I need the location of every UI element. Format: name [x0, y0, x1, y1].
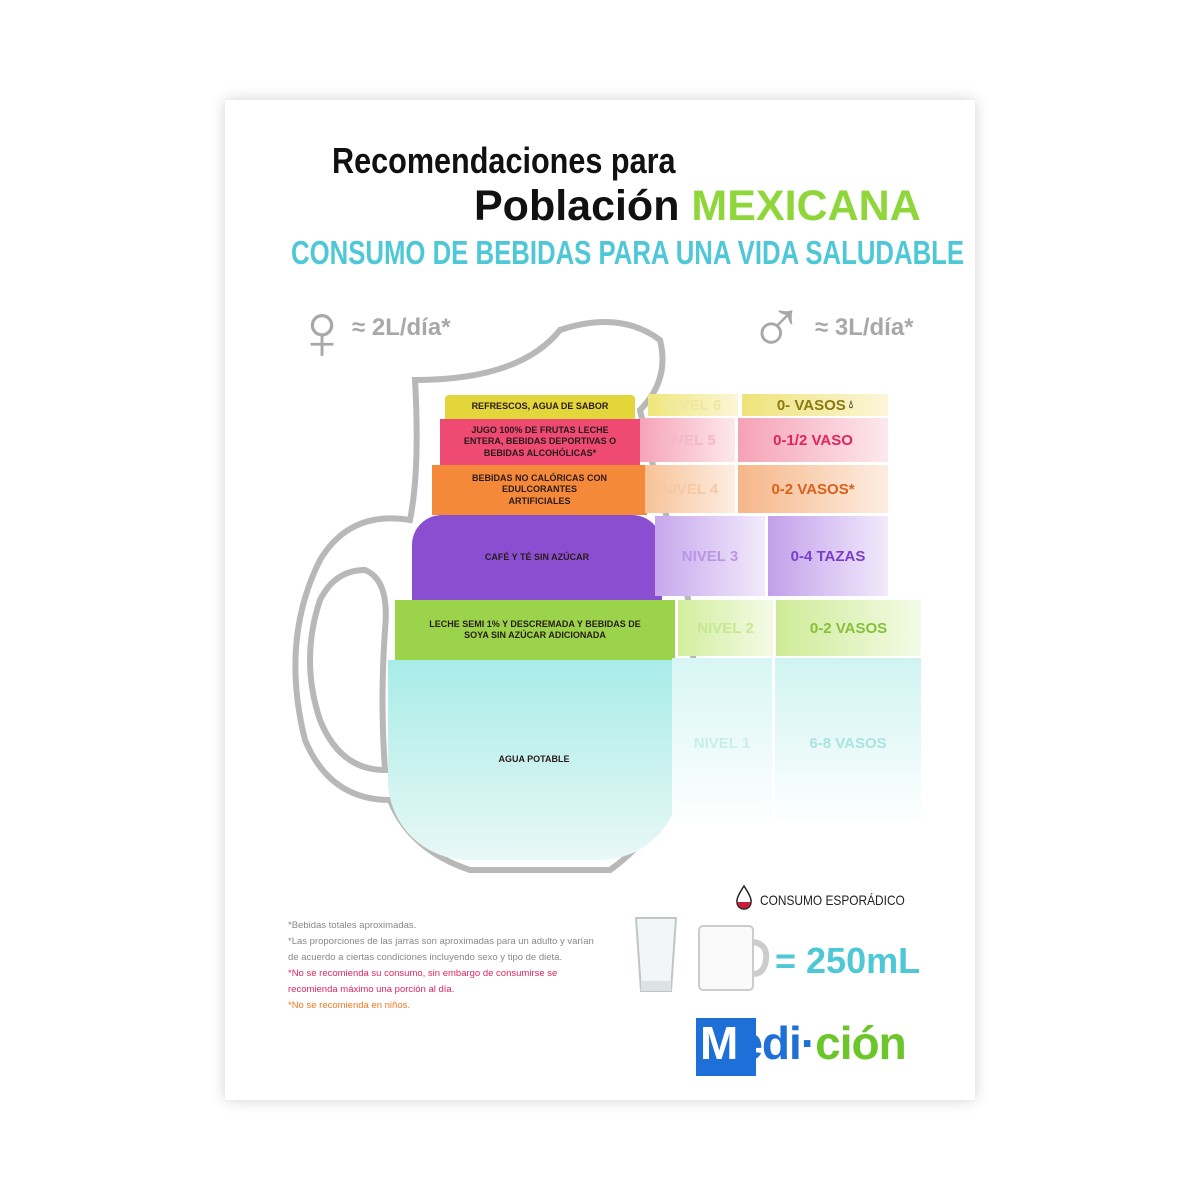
subtitle: CONSUMO DE BEBIDAS PARA UNA VIDA SALUDAB…: [291, 234, 965, 271]
level-3-label: NIVEL 3: [655, 516, 765, 596]
level-5-label: NIVEL 5: [640, 418, 735, 462]
note-1: *Bebidas totales aproximadas.: [288, 920, 417, 931]
brand-logo-mark: [696, 1018, 756, 1076]
title-line2: Población MEXICANA: [474, 182, 921, 231]
brand-logo-part: ción: [815, 1017, 907, 1069]
band-level-3: CAFÉ Y TÉ SIN AZÚCAR: [412, 515, 662, 600]
band-level-5: JUGO 100% DE FRUTAS LECHE ENTERA, BEBIDA…: [440, 419, 640, 465]
brand-logo-part: edi·: [737, 1017, 816, 1069]
title-poblacion: Población: [474, 182, 680, 230]
level-4-amount: 0-2 VASOS*: [738, 465, 888, 513]
note-4: *No se recomienda en niños.: [288, 1000, 410, 1011]
band-level-1: AGUA POTABLE: [388, 660, 680, 860]
level-2-amount: 0-2 VASOS: [776, 600, 921, 656]
level-1-label: NIVEL 1: [672, 658, 772, 828]
level-6-amount-text: 0- VASOS: [776, 396, 846, 414]
level-4-label: NIVEL 4: [645, 465, 735, 513]
mug-icon: [698, 925, 770, 991]
brand-logo-text: Medi·ción: [700, 1017, 907, 1069]
band-level-2: LECHE SEMI 1% Y DESCREMADA Y BEBIDAS DE …: [395, 600, 675, 660]
male-amount: ≈ 3L/día*: [815, 314, 914, 341]
serving-size: = 250mL: [775, 940, 921, 981]
footnotes: *Bebidas totales aproximadas. *Las propo…: [288, 918, 598, 1014]
level-3-amount: 0-4 TAZAS: [768, 516, 888, 596]
band-level-4: BEBIDAS NO CALÓRICAS CON EDULCORANTES AR…: [432, 465, 647, 515]
brand-logo-part: M: [700, 1017, 738, 1069]
drop-icon: 💧︎: [848, 398, 854, 411]
level-2-label: NIVEL 2: [678, 600, 773, 656]
glass-icon: [634, 917, 678, 992]
female-amount: ≈ 2L/día*: [352, 314, 451, 341]
level-6-label: NIVEL 6: [648, 394, 738, 416]
level-5-amount: 0-1/2 VASO: [738, 418, 888, 462]
sporadic-drop-icon: [736, 884, 752, 910]
title-mexicana: MEXICANA: [691, 182, 921, 230]
band-level-6: REFRESCOS, AGUA DE SABOR: [445, 395, 635, 419]
note-3: *No se recomienda su consumo, sin embarg…: [288, 968, 558, 995]
male-icon: ♂: [748, 285, 805, 370]
level-1-amount: 6-8 VASOS: [775, 658, 921, 828]
sporadic-label: CONSUMO ESPORÁDICO: [760, 892, 905, 908]
brand-logo: Medi·ción: [700, 1016, 907, 1070]
female-icon: ♀: [292, 287, 352, 376]
title-line1: Recomendaciones para: [332, 140, 676, 181]
level-6-amount: 0- VASOS💧︎: [742, 394, 888, 416]
note-2: *Las proporciones de las jarras son apro…: [288, 936, 594, 963]
